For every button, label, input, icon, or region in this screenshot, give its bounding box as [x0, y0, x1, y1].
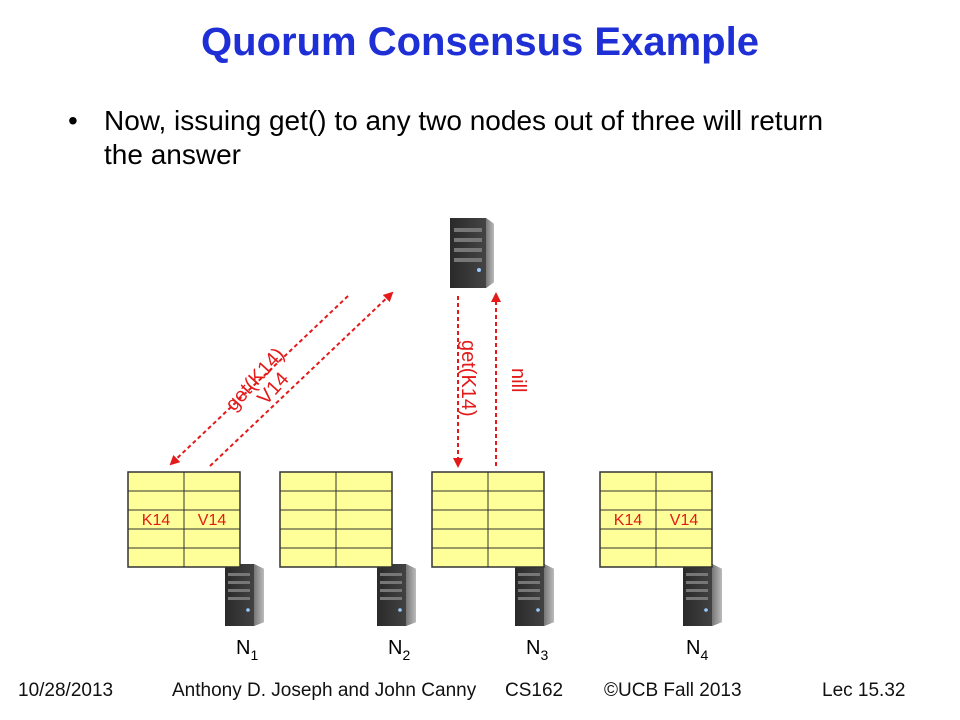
kv-table — [431, 471, 545, 568]
footer-course: CS162 — [505, 680, 564, 701]
server-icon — [377, 564, 416, 626]
table-value-cell: V14 — [198, 512, 227, 529]
footer-date: 10/28/2013 — [18, 680, 114, 701]
bullet-dot: • — [68, 105, 78, 136]
node-label: N4 — [686, 637, 708, 663]
kv-table: K14 V14 — [599, 471, 713, 568]
footer-copyright: ©UCB Fall 2013 — [604, 680, 742, 701]
reply-arrow-n1 — [209, 291, 394, 467]
slide-title: Quorum Consensus Example — [201, 20, 759, 64]
footer-lecture: Lec 15.32 — [822, 680, 906, 701]
node-label: N3 — [526, 637, 548, 663]
kv-table — [279, 471, 393, 568]
kv-table: K14 V14 — [127, 471, 241, 568]
node-label: N2 — [388, 637, 410, 663]
server-icon — [683, 564, 722, 626]
storage-node-2: N2 — [279, 471, 416, 663]
storage-node-3: N3 — [431, 471, 554, 663]
node-label: N1 — [236, 637, 258, 663]
client-server-icon — [450, 218, 494, 288]
server-icon — [515, 564, 554, 626]
footer-authors: Anthony D. Joseph and John Canny — [172, 680, 477, 701]
bullet-text: Now, issuing get() to any two nodes out … — [104, 105, 824, 170]
get-label-right: get(K14) — [457, 340, 479, 417]
message-arrows: get(K14) V14 get(K14) nill — [169, 291, 529, 468]
table-value-cell: V14 — [670, 512, 699, 529]
server-icon — [225, 564, 264, 626]
reply-label-right: nill — [507, 368, 529, 392]
table-key-cell: K14 — [614, 512, 643, 529]
table-key-cell: K14 — [142, 512, 171, 529]
get-arrow-n1 — [169, 295, 349, 466]
